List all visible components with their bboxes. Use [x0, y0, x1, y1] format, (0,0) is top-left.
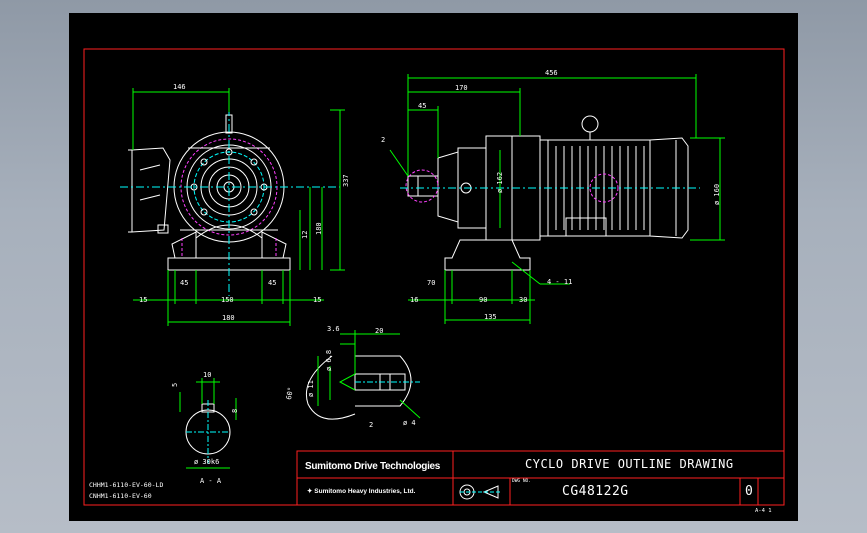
projection-symbol	[459, 484, 502, 500]
side-dimensions	[389, 74, 725, 324]
section-a-a	[185, 400, 231, 464]
cad-drawing	[83, 48, 785, 506]
title-block	[296, 450, 785, 506]
side-view	[405, 115, 689, 271]
section-dims	[179, 378, 237, 469]
shaft-detail	[306, 355, 420, 420]
front-dimensions	[132, 88, 345, 326]
shaft-detail-dims	[317, 330, 421, 419]
cad-viewport[interactable]: 146 337 12 180 15 45 150 45 15 180 456 1…	[69, 13, 798, 521]
front-view	[120, 108, 340, 296]
drawing-border	[83, 48, 785, 506]
